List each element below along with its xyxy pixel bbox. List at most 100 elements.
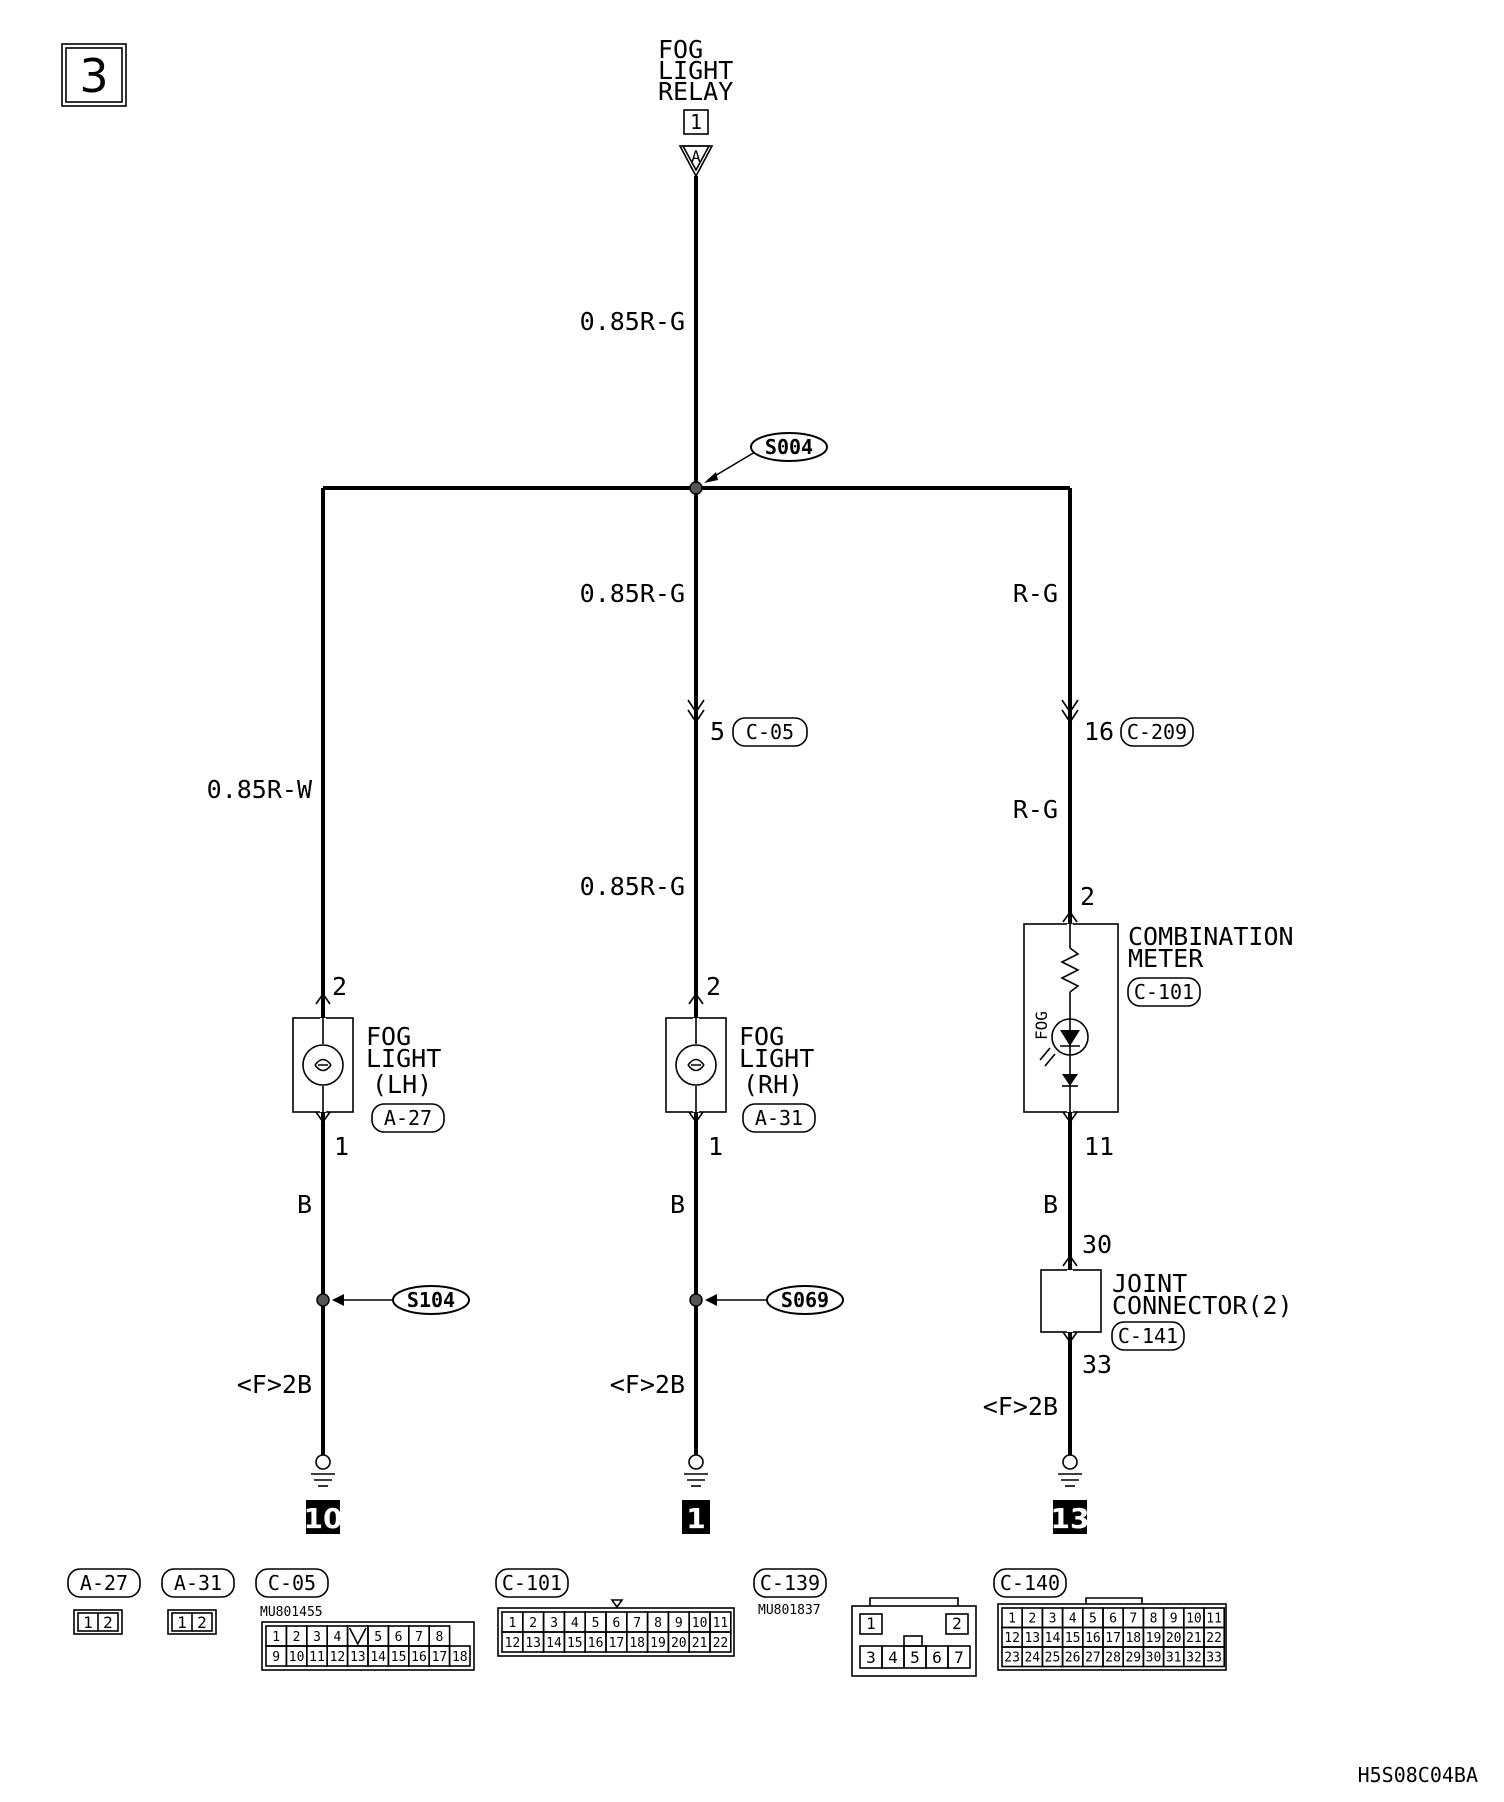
fog-indicator-icon [1051, 1018, 1089, 1056]
pin-number: 7 [633, 1616, 641, 1631]
pin-number: 2 [952, 1614, 962, 1633]
pin-number: 18 [629, 1636, 645, 1651]
pin-number: 11 [1206, 1612, 1222, 1627]
pin-number: 15 [1065, 1631, 1081, 1646]
page-number-box: 3 [61, 43, 127, 107]
pin-number: 2 [529, 1616, 537, 1631]
diode-icon [1062, 1074, 1078, 1086]
pin-number: 28 [1105, 1651, 1121, 1666]
pin-number: 20 [1166, 1631, 1182, 1646]
fog-lh-line-3: (LH) [372, 1070, 432, 1099]
pin-cell [947, 1645, 971, 1669]
pin-number: 17 [609, 1636, 625, 1651]
bulb-rh-icon [675, 1044, 717, 1086]
pin-number: 14 [1045, 1631, 1061, 1646]
pin-number: 17 [432, 1650, 448, 1665]
pin-number: 4 [571, 1616, 579, 1631]
legend-a31: A-31 1 2 [161, 1568, 235, 1635]
pin-number: 8 [435, 1630, 443, 1645]
pin-number: 10 [692, 1616, 708, 1631]
pin-number: 1 [866, 1614, 876, 1633]
wires [321, 176, 1072, 1455]
fog-light-lh: 2 FOG LIGHT (LH) A-27 1 [292, 972, 445, 1161]
pin-number: 3 [1049, 1612, 1057, 1627]
c05-pin: 5 [710, 717, 725, 746]
relay-pin: 1 [690, 110, 702, 134]
pin-number: 23 [1004, 1651, 1020, 1666]
bulb-lh-icon [302, 1044, 344, 1086]
pin-number: 9 [272, 1650, 280, 1665]
pin-cell [859, 1613, 883, 1635]
fog-lh-line-1: FOG [366, 1022, 411, 1051]
pin-number: 12 [1004, 1631, 1020, 1646]
legend-a27-pin-1: 1 [83, 1613, 93, 1632]
fog-light-rh: 2 FOG LIGHT (RH) A-31 1 [665, 972, 816, 1161]
legend-a27-label: A-27 [80, 1571, 128, 1595]
fog-rh-line-1: FOG [739, 1022, 784, 1051]
meter-pin-bottom: 11 [1084, 1132, 1114, 1161]
wire-label-mid-ground: B [670, 1190, 685, 1219]
ground-right: 13 [1051, 1454, 1089, 1535]
wire-label-right-ground: B [1043, 1190, 1058, 1219]
c209-pin: 16 [1084, 717, 1114, 746]
splice-s104-label: S104 [407, 1288, 455, 1312]
pin-number: 12 [330, 1650, 346, 1665]
pin-number: 19 [1146, 1631, 1162, 1646]
pin-number: 13 [350, 1650, 366, 1665]
splice-s069-label: S069 [781, 1288, 829, 1312]
key-mark [903, 1635, 923, 1647]
pin-number: 15 [567, 1636, 583, 1651]
c209-label: C-209 [1127, 720, 1187, 744]
pin-number: 18 [452, 1650, 468, 1665]
ground-left: 10 [304, 1454, 342, 1535]
pin-cell [709, 1631, 732, 1653]
pin-number: 26 [1065, 1651, 1081, 1666]
legend-a31-pin-1: 1 [177, 1613, 187, 1632]
pin-number: 25 [1045, 1651, 1061, 1666]
wire-label-left-ground-lower: <F>2B [237, 1370, 312, 1399]
ground-icon [688, 1454, 704, 1470]
pin-number: 33 [1206, 1651, 1222, 1666]
resistor-icon [1060, 947, 1080, 993]
pin-cell [945, 1613, 969, 1635]
pin-number: 10 [289, 1650, 305, 1665]
pin-number: 12 [505, 1636, 521, 1651]
pin-number: 20 [671, 1636, 687, 1651]
legend-c139-label: C-139 [760, 1571, 820, 1595]
pin-number: 2 [293, 1630, 301, 1645]
ground-icon [315, 1454, 331, 1470]
connector-c209: 16 C-209 [1061, 699, 1194, 747]
joint-line-2: CONNECTOR(2) [1112, 1291, 1293, 1320]
pin-number: 4 [333, 1630, 341, 1645]
pin-number: 15 [391, 1650, 407, 1665]
pin-number: 11 [309, 1650, 325, 1665]
legend-c05-part: MU801455 [260, 1605, 323, 1620]
fog-rh-connector: A-31 [755, 1106, 803, 1130]
legend-a31-label: A-31 [174, 1571, 222, 1595]
pin-number: 32 [1186, 1651, 1202, 1666]
pin-number: 9 [1170, 1612, 1178, 1627]
pin-number: 17 [1105, 1631, 1121, 1646]
relay-line-1: FOG [658, 35, 703, 64]
pin-number: 14 [546, 1636, 562, 1651]
pin-number: 19 [650, 1636, 666, 1651]
key-mark [348, 1627, 367, 1646]
pin-number: 5 [374, 1630, 382, 1645]
wire-label-left: 0.85R-W [207, 775, 313, 804]
pin-cell [1203, 1646, 1226, 1668]
pin-number: 1 [508, 1616, 516, 1631]
fog-light-relay: FOG LIGHT RELAY 1 A [658, 35, 733, 178]
ground-icon [1062, 1454, 1078, 1470]
splice-s104: S104 [316, 1285, 470, 1315]
pin-number: 21 [1186, 1631, 1202, 1646]
pin-number: 7 [1129, 1612, 1137, 1627]
ground-mid-number: 1 [686, 1502, 705, 1535]
pin-number: 5 [592, 1616, 600, 1631]
